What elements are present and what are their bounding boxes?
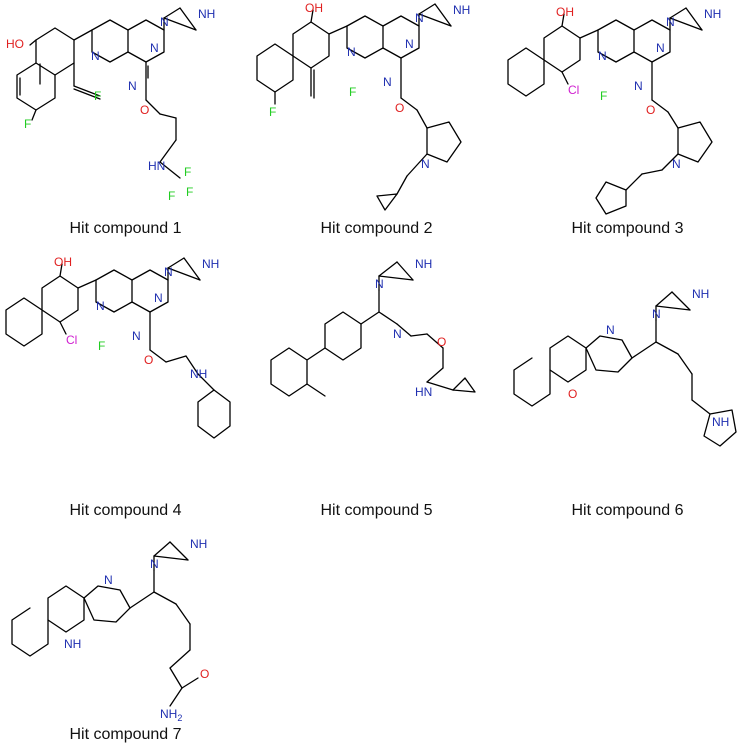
- oh-label-3: OH: [556, 5, 574, 19]
- hn-label-5: HN: [415, 385, 432, 399]
- caption-6: Hit compound 6: [571, 502, 684, 519]
- naphthalene-1: [16, 27, 75, 111]
- nh2-label-7-main: NH: [160, 707, 177, 721]
- caption-2: Hit compound 2: [320, 220, 433, 237]
- n-label-2d: N: [415, 11, 424, 25]
- n-label-3e: N: [672, 157, 681, 171]
- compound-2: OH F F N N N N NH O N Hit compound 2: [251, 0, 502, 250]
- oh-label-1: HO: [6, 37, 24, 51]
- o-label-7: O: [200, 667, 209, 681]
- structure-2: OH F F N N N N NH O N: [256, 1, 470, 211]
- structure-1: HO F F N N N N NH O HN F F F: [6, 7, 215, 203]
- n-label-4c: N: [132, 329, 141, 343]
- o-label-3: O: [646, 103, 655, 117]
- nh-label-7b: NH: [64, 637, 81, 651]
- nh-label-3: NH: [704, 7, 721, 21]
- o-label-2: O: [395, 101, 404, 115]
- n-label-1a: N: [91, 49, 100, 63]
- f-label-4: F: [98, 339, 105, 353]
- oh-label-2: OH: [305, 1, 323, 15]
- n-label-7b: N: [104, 573, 113, 587]
- oh-label-4: OH: [54, 255, 72, 269]
- n-label-5b: N: [393, 327, 402, 341]
- n-label-4a: N: [96, 299, 105, 313]
- nh-label-5: NH: [415, 257, 432, 271]
- n-label-6a: N: [652, 307, 661, 321]
- cf3-label-1a: F: [184, 165, 191, 179]
- o-label-4: O: [144, 353, 153, 367]
- bicyclic-core-1: [91, 19, 165, 79]
- nh-label-1: NH: [198, 7, 215, 21]
- nh2-label-7-sub: 2: [177, 713, 182, 723]
- n-label-3b: N: [656, 41, 665, 55]
- compound-4: OH Cl F N N N N NH O NH Hit compound 4: [0, 250, 251, 519]
- nh-label-4b: NH: [190, 367, 207, 381]
- nh-label-7: NH: [190, 537, 207, 551]
- structure-7: N N NH NH O NH2: [11, 537, 209, 723]
- n-label-2e: N: [421, 157, 430, 171]
- n-label-5a: N: [375, 277, 384, 291]
- nh-label-6b: NH: [712, 415, 729, 429]
- o-label-1: O: [140, 103, 149, 117]
- o-label-5: O: [437, 335, 446, 349]
- f-label-2b: F: [269, 105, 276, 119]
- n-label-2a: N: [347, 45, 356, 59]
- nh-label-6: NH: [692, 287, 709, 301]
- cl-label-3: Cl: [568, 83, 579, 97]
- compound-5: N N NH O HN Hit compound 5: [251, 250, 502, 519]
- n-label-1c: N: [128, 79, 137, 93]
- n-label-1b: N: [150, 41, 159, 55]
- cf3-label-1b: F: [168, 189, 175, 203]
- nh-label-4: NH: [202, 257, 219, 271]
- hn-label-1: HN: [148, 159, 165, 173]
- n-label-3a: N: [598, 49, 607, 63]
- structure-5: N N NH O HN: [270, 257, 476, 399]
- caption-7: Hit compound 7: [69, 726, 182, 743]
- n-label-3d: N: [666, 15, 675, 29]
- f-label-3: F: [600, 89, 607, 103]
- cf3-label-1c: F: [186, 185, 193, 199]
- o-label-6: O: [568, 387, 577, 401]
- cl-label-4: Cl: [66, 333, 77, 347]
- n-label-3c: N: [634, 79, 643, 93]
- compound-1: HO F F N N N N NH O HN F F F Hit compoun…: [0, 0, 251, 250]
- n-label-4b: N: [154, 291, 163, 305]
- n-label-2b: N: [405, 37, 414, 51]
- nh-label-2: NH: [453, 3, 470, 17]
- n-label-2c: N: [383, 75, 392, 89]
- nh2-label-7: NH2: [160, 707, 182, 723]
- caption-1: Hit compound 1: [69, 220, 182, 237]
- caption-3: Hit compound 3: [571, 220, 684, 237]
- f-label-2a: F: [349, 85, 356, 99]
- compound-3: OH Cl F N N N N NH O N Hit compound 3: [502, 0, 753, 250]
- compound-6: N N NH O NH Hit compound 6: [502, 250, 753, 519]
- caption-5: Hit compound 5: [320, 502, 433, 519]
- structure-3: OH Cl F N N N N NH O N: [507, 5, 721, 215]
- f-label-1a: F: [94, 89, 101, 103]
- structure-4: OH Cl F N N N N NH O NH: [5, 255, 231, 439]
- compound-7: N N NH NH O NH2 Hit compound 7: [0, 500, 251, 750]
- n-label-7a: N: [150, 557, 159, 571]
- n-label-6b: N: [606, 323, 615, 337]
- n-label-4d: N: [164, 265, 173, 279]
- n-label-1d: N: [160, 15, 169, 29]
- caption-4: Hit compound 4: [69, 502, 182, 519]
- structure-6: N N NH O NH: [513, 287, 737, 447]
- f-label-1b: F: [24, 117, 31, 131]
